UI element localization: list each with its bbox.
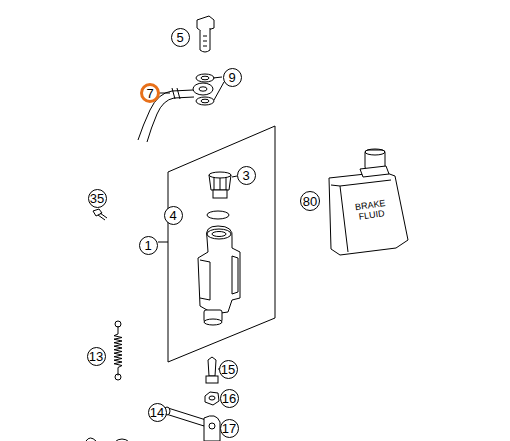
clevis [204, 416, 220, 441]
washer [196, 97, 214, 105]
washer [196, 74, 214, 82]
callout-number: 4 [164, 206, 183, 225]
callout-number: 15 [219, 360, 238, 379]
brake-hose [138, 83, 213, 142]
callout-number: 13 [87, 347, 106, 366]
pivot-pin [164, 407, 206, 426]
master-cylinder [198, 226, 240, 325]
cut-callout-circle [112, 439, 132, 441]
callout-number: 35 [88, 189, 107, 208]
callout-number: 14 [148, 403, 167, 422]
kit-panel [168, 126, 275, 362]
banjo-bolt [197, 16, 214, 52]
cut-part [86, 438, 96, 441]
screw [93, 209, 107, 220]
callout-number: 16 [220, 389, 239, 408]
reservoir-cap [209, 172, 231, 198]
brake-fluid-bottle [329, 149, 408, 255]
callout-number: 7 [140, 83, 160, 103]
callout-number: 80 [300, 191, 320, 211]
nut [205, 392, 219, 405]
callout-number: 5 [171, 28, 190, 47]
callout-number: 17 [220, 419, 239, 438]
bleeder [206, 357, 218, 383]
o-ring [207, 211, 229, 219]
return-spring [114, 321, 122, 380]
callout-number: 1 [139, 236, 158, 255]
callout-number: 3 [237, 166, 256, 185]
callout-number: 9 [223, 68, 242, 87]
